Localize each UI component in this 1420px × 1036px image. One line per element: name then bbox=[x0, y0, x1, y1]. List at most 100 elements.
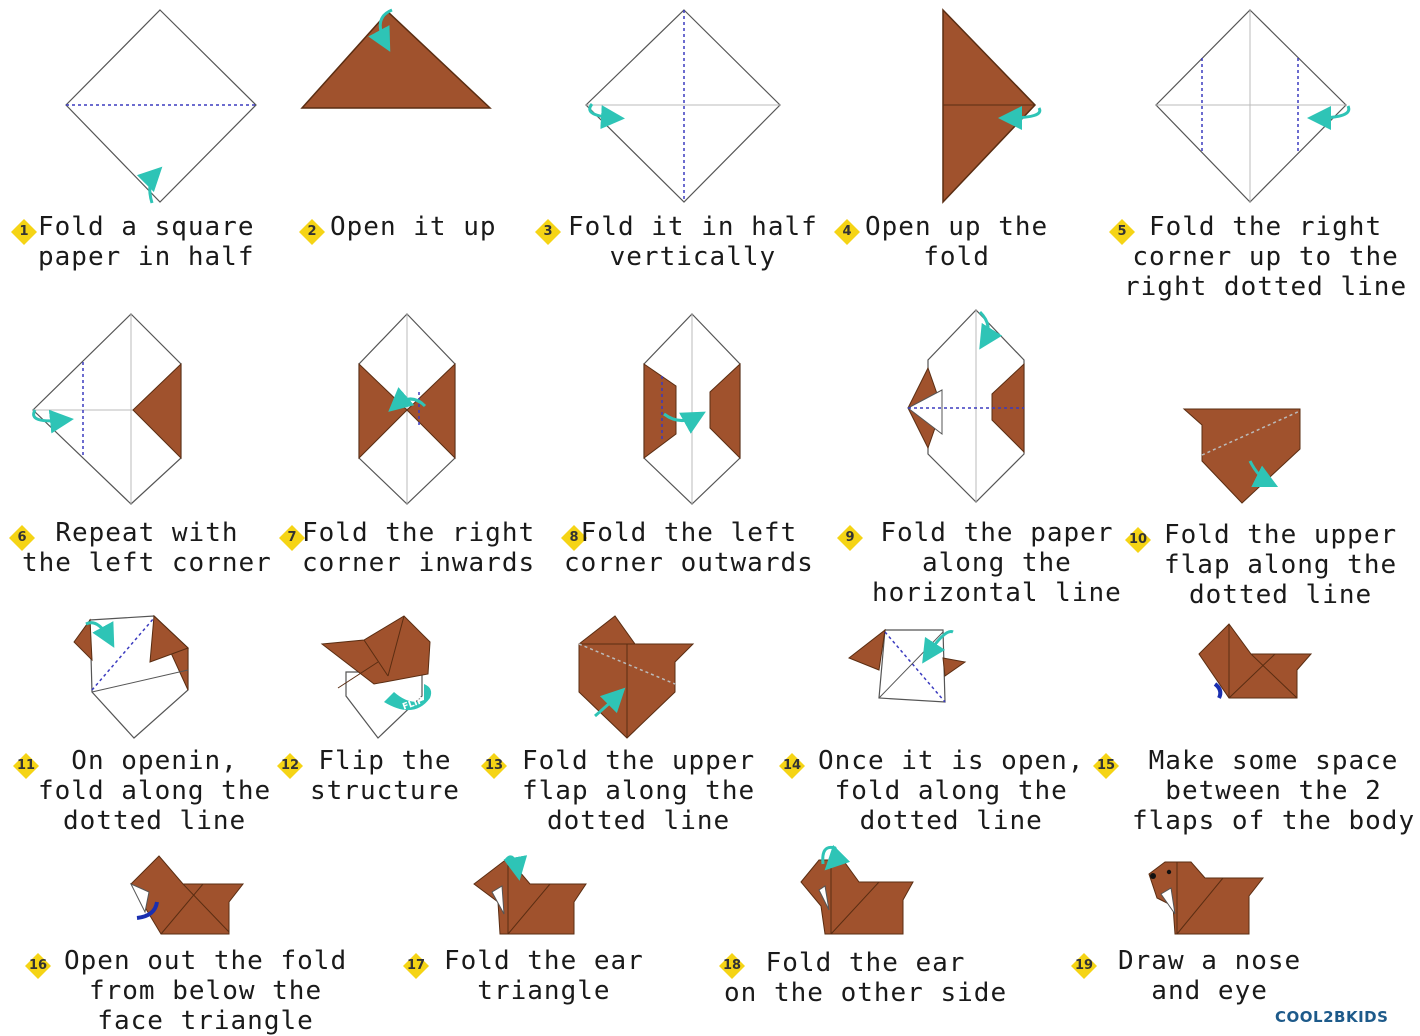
caption-line: triangle bbox=[444, 976, 644, 1006]
caption-line: dotted line bbox=[522, 806, 755, 836]
step-11-badge: 11 bbox=[12, 752, 40, 780]
step-9-badge: 9 bbox=[836, 524, 864, 552]
step-number: 17 bbox=[402, 952, 430, 980]
caption-line: dotted line bbox=[38, 806, 271, 836]
step-9-diagram bbox=[900, 308, 1030, 508]
step-15-badge: 15 bbox=[1092, 752, 1120, 780]
step-number: 14 bbox=[778, 752, 806, 780]
caption-line: Fold the right bbox=[1124, 212, 1407, 242]
step-number: 15 bbox=[1092, 752, 1120, 780]
step-13-diagram bbox=[575, 612, 700, 742]
caption-line: horizontal line bbox=[872, 578, 1122, 608]
caption-line: face triangle bbox=[64, 1006, 347, 1036]
step-18-caption: Fold the earon the other side bbox=[724, 948, 1007, 1008]
step-number: 4 bbox=[833, 218, 861, 246]
caption-line: structure bbox=[310, 776, 460, 806]
step-19-diagram bbox=[1145, 858, 1270, 938]
caption-line: Fold a square bbox=[38, 212, 255, 242]
caption-line: Open it up bbox=[330, 212, 497, 242]
caption-line: the left corner bbox=[22, 548, 272, 578]
caption-line: fold bbox=[865, 242, 1048, 272]
caption-line: and eye bbox=[1118, 976, 1301, 1006]
caption-line: fold along the bbox=[818, 776, 1084, 806]
caption-line: Draw a nose bbox=[1118, 946, 1301, 976]
caption-line: along the bbox=[872, 548, 1122, 578]
step-15-diagram bbox=[1195, 620, 1320, 705]
caption-line: flap along the bbox=[1164, 550, 1397, 580]
step-3-badge: 3 bbox=[534, 218, 562, 246]
caption-line: Make some space bbox=[1132, 746, 1415, 776]
step-18-diagram bbox=[795, 842, 920, 937]
caption-line: from below the bbox=[64, 976, 347, 1006]
caption-line: flaps of the body bbox=[1132, 806, 1415, 836]
caption-line: corner inwards bbox=[302, 548, 535, 578]
caption-line: Open up the bbox=[865, 212, 1048, 242]
step-4-badge: 4 bbox=[833, 218, 861, 246]
caption-line: Fold the left bbox=[564, 518, 814, 548]
caption-line: corner up to the bbox=[1124, 242, 1407, 272]
step-12-badge: 12 bbox=[276, 752, 304, 780]
caption-line: fold along the bbox=[38, 776, 271, 806]
step-17-badge: 17 bbox=[402, 952, 430, 980]
caption-line: vertically bbox=[568, 242, 818, 272]
step-number: 13 bbox=[480, 752, 508, 780]
caption-line: Fold it in half bbox=[568, 212, 818, 242]
caption-line: On openin, bbox=[38, 746, 271, 776]
step-number: 11 bbox=[12, 752, 40, 780]
caption-line: dotted line bbox=[818, 806, 1084, 836]
caption-line: flap along the bbox=[522, 776, 755, 806]
step-16-badge: 16 bbox=[24, 952, 52, 980]
step-number: 12 bbox=[276, 752, 304, 780]
step-8-diagram bbox=[640, 312, 750, 507]
step-7-diagram bbox=[355, 312, 465, 507]
step-10-diagram bbox=[1180, 405, 1305, 505]
caption-line: dotted line bbox=[1164, 580, 1397, 610]
caption-line: Flip the bbox=[310, 746, 460, 776]
caption-line: Fold the right bbox=[302, 518, 535, 548]
step-12-diagram: FLIP bbox=[318, 612, 443, 742]
step-11-diagram bbox=[70, 612, 195, 742]
step-5-diagram bbox=[1150, 8, 1355, 208]
step-number: 10 bbox=[1124, 526, 1152, 554]
step-number: 9 bbox=[836, 524, 864, 552]
step-3-diagram bbox=[580, 8, 785, 208]
step-17-diagram bbox=[468, 852, 593, 937]
step-number: 1 bbox=[10, 218, 38, 246]
caption-line: Fold the paper bbox=[872, 518, 1122, 548]
step-1-badge: 1 bbox=[10, 218, 38, 246]
step-2-badge: 2 bbox=[298, 218, 326, 246]
caption-line: Fold the upper bbox=[522, 746, 755, 776]
step-19-badge: 19 bbox=[1070, 952, 1098, 980]
step-6-diagram bbox=[25, 312, 190, 507]
caption-line: corner outwards bbox=[564, 548, 814, 578]
step-16-diagram bbox=[125, 852, 250, 937]
step-number: 19 bbox=[1070, 952, 1098, 980]
step-12-caption: Flip thestructure bbox=[310, 746, 460, 806]
step-2-caption: Open it up bbox=[330, 212, 497, 242]
step-14-badge: 14 bbox=[778, 752, 806, 780]
step-number: 3 bbox=[534, 218, 562, 246]
step-number: 16 bbox=[24, 952, 52, 980]
caption-line: right dotted line bbox=[1124, 272, 1407, 302]
caption-line: Fold the ear bbox=[724, 948, 1007, 978]
step-1-diagram bbox=[60, 8, 260, 208]
caption-line: between the 2 bbox=[1132, 776, 1415, 806]
caption-line: paper in half bbox=[38, 242, 255, 272]
step-14-diagram bbox=[845, 622, 970, 707]
caption-line: Fold the upper bbox=[1164, 520, 1397, 550]
